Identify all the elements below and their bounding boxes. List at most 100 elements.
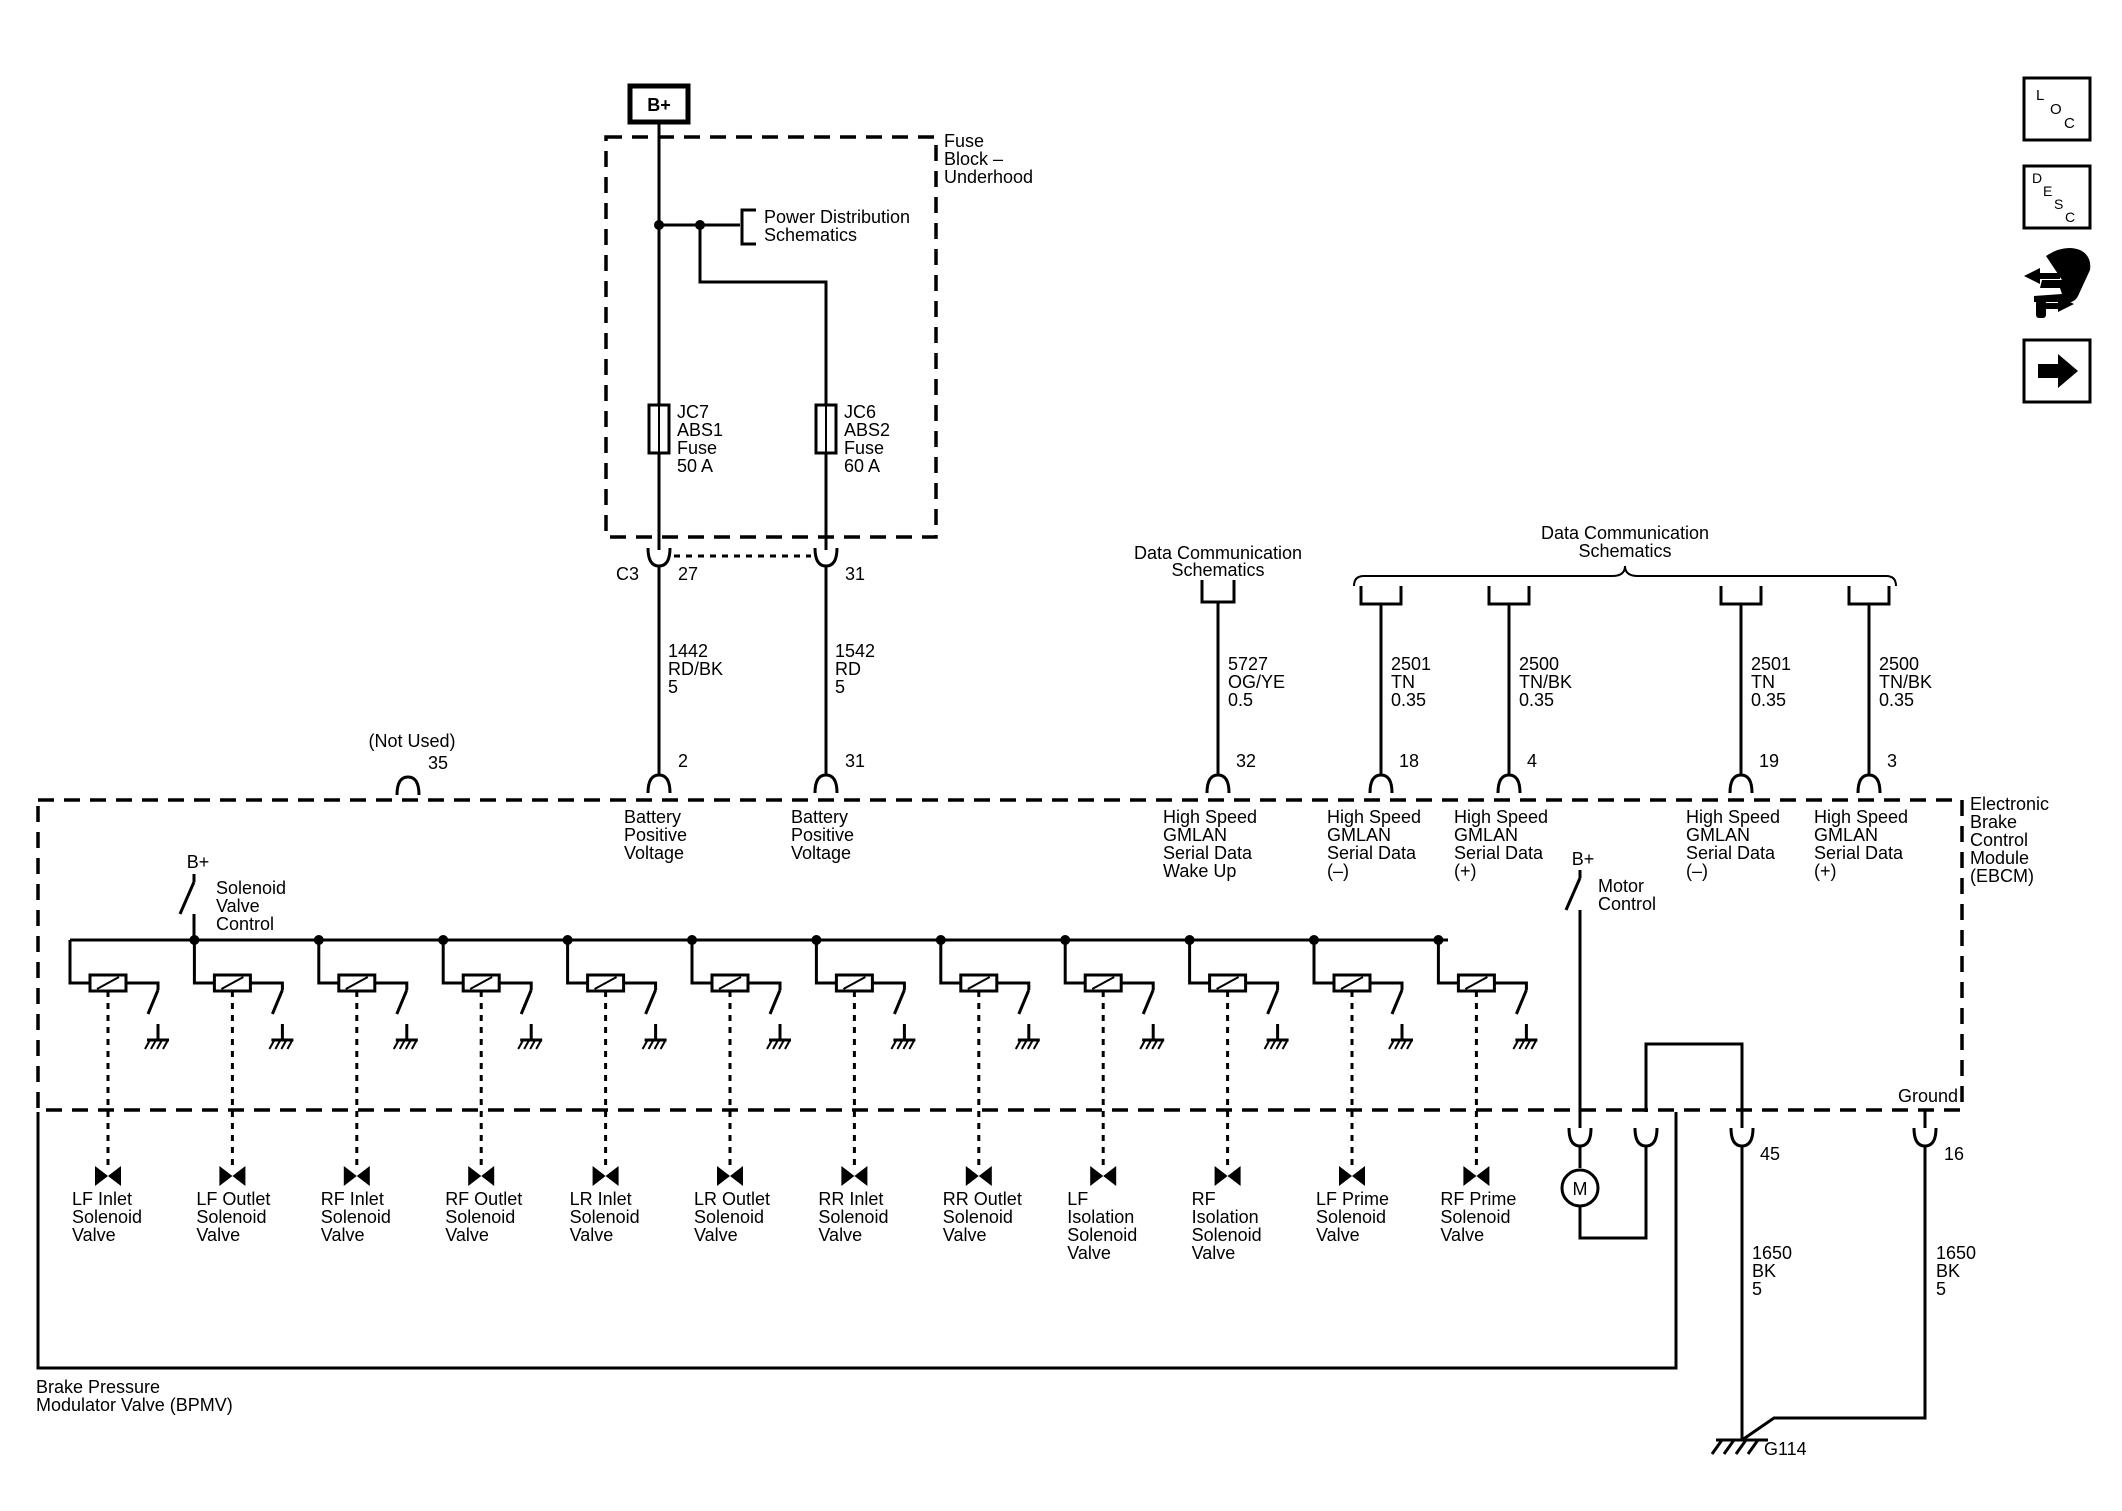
ground-hatch [1518,1039,1526,1050]
pump-motor: M [1560,1146,1648,1240]
coil-return [1494,981,1528,990]
coil-return [250,981,284,990]
wire-5727: 5727 OG/YE 0.5 [1228,654,1285,710]
coil-feed [1436,940,1459,985]
ground-hatch [1512,1039,1520,1050]
svg-text:High Speed: High Speed [1454,807,1548,827]
wire-1542: 1542 RD 5 [835,641,875,697]
low-side-switch [1266,989,1279,1015]
connector-c3: C3 27 31 [616,547,865,584]
ground-hatch [1020,1039,1028,1050]
svg-text:ABS2: ABS2 [844,420,890,440]
coil-return [996,981,1031,990]
svg-text:High Speed: High Speed [1814,807,1908,827]
ground-hatch [647,1039,655,1050]
svg-text:BK: BK [1752,1261,1776,1281]
coil-feed [1312,940,1334,985]
svg-text:GMLAN: GMLAN [1814,825,1878,845]
coil-diagonal [1340,976,1364,990]
ground-hatch [1157,1039,1165,1050]
coil-return [1245,981,1280,990]
loc-button[interactable]: L O C [2022,76,2092,142]
ground-hatch [392,1039,400,1050]
data-comm-ref-single[interactable]: Data Communication Schematics [1134,543,1302,604]
connector-button[interactable] [2024,248,2091,318]
ground-hatch [1524,1039,1532,1050]
svg-text:(–): (–) [1686,861,1708,881]
fuse-jc7: JC7 ABS1 Fuse 50 A [647,402,723,476]
svg-text:Schematics: Schematics [1578,541,1671,561]
svg-text:M: M [1573,1179,1588,1199]
ground-hatch [1145,1039,1153,1050]
svg-text:Battery: Battery [791,807,848,827]
svg-text:Serial Data: Serial Data [1686,843,1776,863]
next-button[interactable] [2022,338,2092,404]
svg-text:0.5: 0.5 [1228,690,1253,710]
svg-text:High Speed: High Speed [1327,807,1421,827]
coil-diagonal [1464,976,1488,990]
svg-text:Ground: Ground [1898,1086,1958,1106]
svg-text:TN: TN [1751,672,1775,692]
ground-hatch [1032,1039,1040,1050]
ground-pin-16: Ground 16 [1898,1086,1964,1164]
wire-1650-a: 1650 BK 5 [1752,1243,1792,1299]
svg-text:Module: Module [1970,848,2029,868]
coil-diagonal [594,976,618,990]
ground-hatch [1139,1039,1147,1050]
valve-symbol [219,1166,246,1186]
svg-text:OG/YE: OG/YE [1228,672,1285,692]
ground-hatch [784,1039,791,1050]
valve-symbol [841,1166,868,1186]
low-side-switch [1390,989,1404,1015]
wire-2500-b: 2500 TN/BK 0.35 [1879,654,1932,710]
valve-symbol [965,1166,992,1186]
valve-symbol [95,1166,121,1186]
low-side-switch [893,989,906,1015]
ground-hatch [1014,1039,1022,1050]
pin-3-gmlan-high: 3 High Speed GMLAN Serial Data (+) [1814,751,1908,881]
valve-symbol [1339,1166,1365,1186]
svg-text:Voltage: Voltage [624,843,684,863]
ground-hatch [144,1039,151,1050]
svg-text:Voltage: Voltage [791,843,851,863]
svg-text:1650: 1650 [1752,1243,1792,1263]
wire-1650-b: 1650 BK 5 [1936,1243,1976,1299]
coil-return [374,981,409,990]
svg-text:(EBCM): (EBCM) [1970,866,2034,886]
ground-hatch [156,1039,163,1050]
coil-diagonal [718,976,742,990]
desc-button[interactable]: D E S C [2022,164,2092,230]
svg-text:TN/BK: TN/BK [1879,672,1932,692]
ground-g114: G114 [1710,1438,1807,1459]
pin-18-gmlan-low: 18 High Speed GMLAN Serial Data (–) [1327,751,1421,881]
ebcm-boundary [36,798,1964,1112]
low-side-switch [519,989,533,1015]
wire-2501-a: 2501 TN 0.35 [1391,654,1431,710]
svg-text:C: C [2065,209,2075,225]
wire-2501-b: 2501 TN 0.35 [1751,654,1791,710]
svg-text:2500: 2500 [1879,654,1919,674]
svg-text:Fuse: Fuse [944,131,984,151]
svg-text:JC7: JC7 [677,402,709,422]
power-distribution-ref[interactable]: Power Distribution Schematics [740,207,910,246]
coil-diagonal [1216,976,1240,990]
svg-text:Data Communication: Data Communication [1134,543,1302,563]
svg-text:4: 4 [1527,751,1537,771]
svg-text:Wake Up: Wake Up [1163,861,1236,881]
ground-hatch [1263,1039,1271,1050]
ground-hatch [517,1039,525,1050]
valve-symbol [1463,1166,1490,1186]
